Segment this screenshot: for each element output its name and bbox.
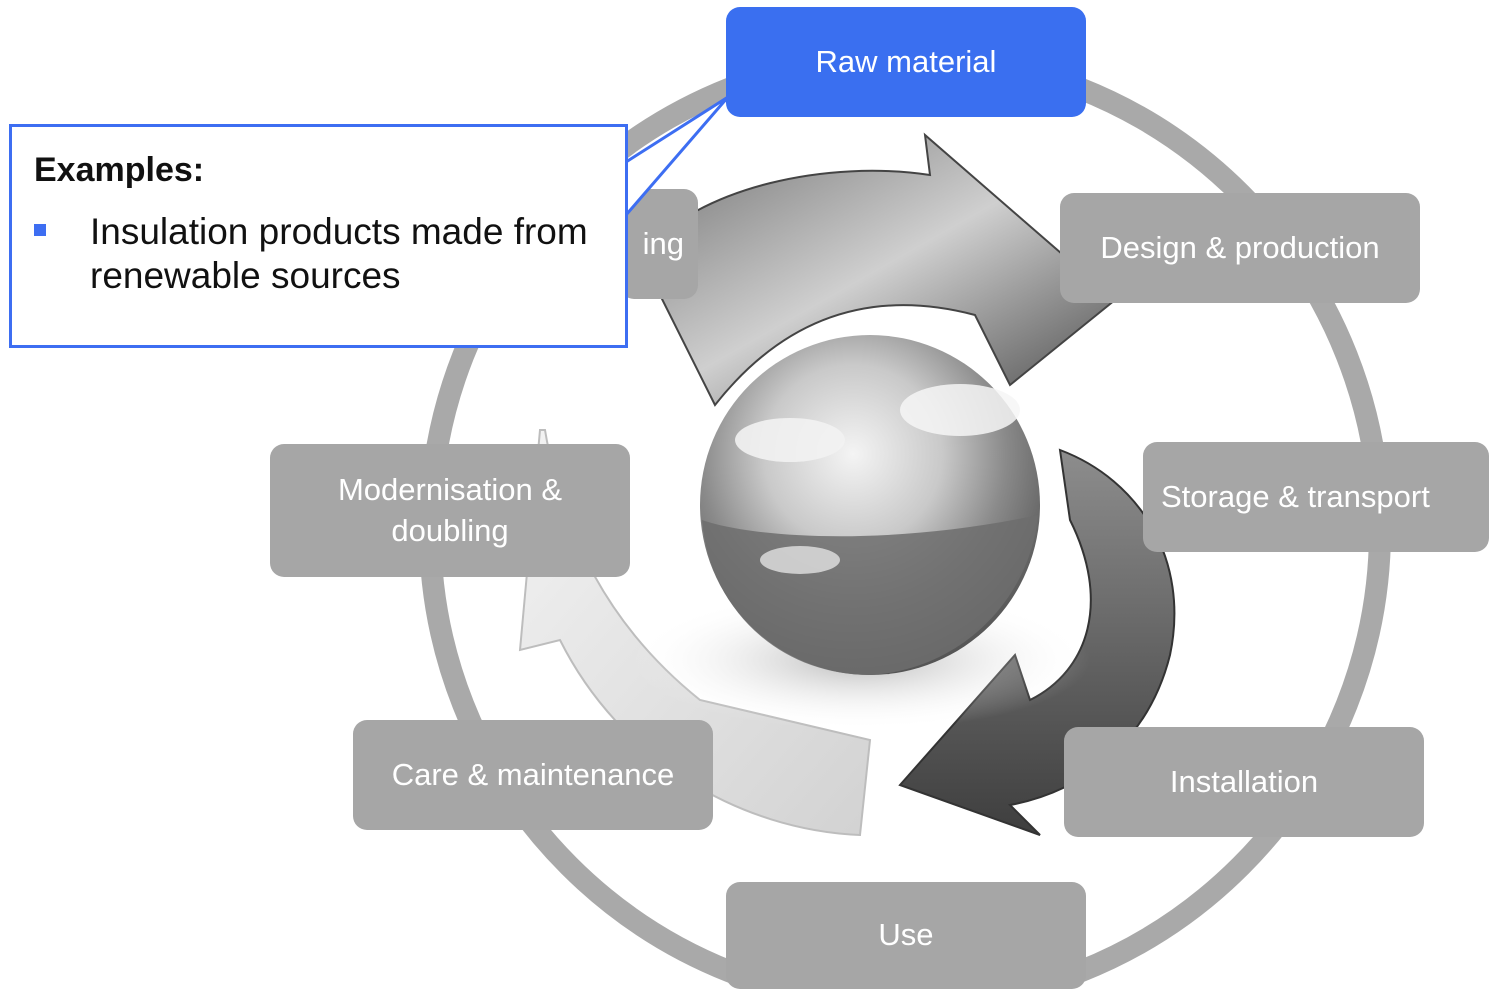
stage-care-maintenance[interactable]: Care & maintenance [353,720,713,830]
stage-raw-material[interactable]: Raw material [726,7,1086,117]
stage-label: Modernisation & doubling [337,472,562,548]
callout-title: Examples: [34,151,205,189]
bullet-square-icon [34,224,46,236]
stage-label: Care & maintenance [391,756,675,792]
stage-recycling-hidden[interactable]: ing [620,189,698,299]
stage-storage-transport[interactable]: Storage & transport [1143,442,1489,552]
stage-use[interactable]: Use [726,882,1086,989]
stage-label: Storage & transport [1161,478,1430,514]
stage-label: Use [878,917,934,953]
stage-label: Design & production [1100,229,1380,265]
stage-design-production[interactable]: Design & production [1060,193,1420,303]
examples-callout: Examples: Insulation products made from … [9,124,628,348]
callout-item: Insulation products made from renewable … [34,210,603,299]
earth-globe-image [700,335,1040,675]
stage-label: Raw material [815,43,997,79]
stage-label: ing [642,225,684,261]
callout-item-text: Insulation products made from renewable … [90,211,588,297]
stage-installation[interactable]: Installation [1064,727,1424,837]
stage-label: Installation [1169,763,1319,799]
stage-modernisation-doubling[interactable]: Modernisation & doubling [270,444,630,577]
